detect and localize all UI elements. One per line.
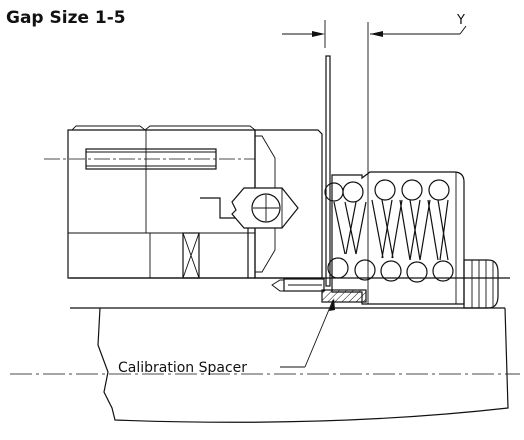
drawing-title: Gap Size 1-5	[6, 8, 126, 28]
stationary-face	[325, 55, 331, 287]
calibration-spacer	[321, 289, 367, 303]
spring-housing	[331, 171, 465, 305]
seal-ring	[231, 129, 325, 292]
lock-nut	[463, 259, 499, 309]
dimension-y	[282, 20, 467, 172]
spacer-callout	[280, 298, 335, 368]
shaft-outline	[70, 277, 510, 423]
spacer-callout-label: Calibration Spacer	[118, 360, 247, 376]
dimension-y-label: Y	[456, 13, 465, 28]
drive-collar	[44, 125, 256, 279]
spring-coils-top	[324, 179, 450, 203]
spring-windings	[333, 199, 449, 261]
o-ring-groove	[182, 232, 200, 279]
spring-coils-bottom	[327, 257, 454, 283]
